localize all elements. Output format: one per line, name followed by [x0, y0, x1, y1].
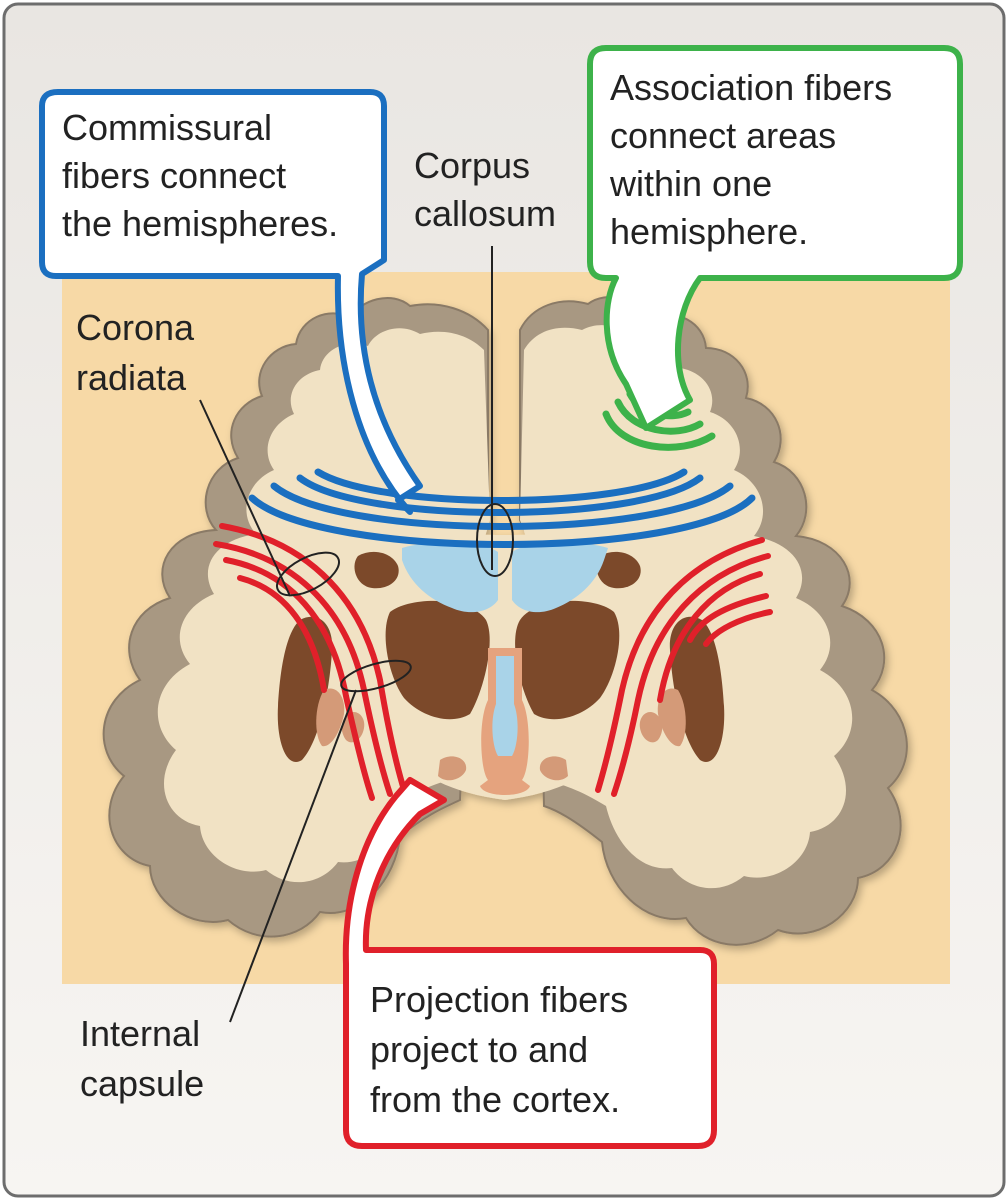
- right-small-nucleus: [639, 711, 663, 743]
- commissural-text-line-3: the hemispheres.: [62, 203, 338, 244]
- projection-fiber-left-1: [219, 523, 407, 793]
- projection-text-line-3: from the cortex.: [370, 1079, 620, 1120]
- projection-fiber-right-3: [657, 571, 763, 703]
- commissural-fibers: [248, 468, 756, 548]
- commissural-callout-box: [39, 89, 423, 515]
- corpus-callosum-label-line-1: Corpus: [414, 145, 530, 186]
- projection-text-line-2: project to and: [370, 1029, 588, 1070]
- corpus-callosum-label: Corpus callosum: [414, 145, 556, 234]
- commissural-fiber-2: [270, 482, 734, 530]
- right-caudate: [596, 551, 641, 589]
- association-text-line-2: connect areas: [610, 115, 836, 156]
- projection-callout-text: Projection fibers project to and from th…: [370, 979, 628, 1120]
- association-text-line-4: hemisphere.: [610, 211, 808, 252]
- corona-radiata-label-line-2: radiata: [76, 357, 187, 398]
- internal-capsule-ring: [340, 659, 412, 693]
- association-fiber-1: [602, 410, 716, 451]
- corona-radiata-ring: [276, 551, 340, 597]
- corona-radiata-label: Corona radiata: [76, 307, 195, 398]
- commissural-callout-text: Commissural fibers connect the hemispher…: [62, 107, 338, 244]
- right-thalamus: [515, 600, 620, 720]
- association-fiber-2: [614, 398, 704, 435]
- corona-radiata-label-line-1: Corona: [76, 307, 195, 348]
- corpus-callosum-ring: [476, 503, 514, 577]
- commissural-fiber-1: [248, 494, 756, 548]
- internal-capsule-label: Internal capsule: [80, 1013, 204, 1104]
- association-text-line-3: within one: [609, 163, 772, 204]
- projection-fiber-right-4: [687, 593, 769, 643]
- right-lateral-ventricle: [512, 542, 608, 613]
- third-ventricle: [492, 656, 518, 756]
- association-callout-box: [587, 45, 963, 431]
- left-lateral-ventricle: [402, 542, 498, 613]
- projection-fiber-right-1: [595, 537, 765, 793]
- right-hypothalamic-nucleus: [539, 756, 568, 781]
- leader-lines: [199, 246, 514, 1023]
- commissural-text-line-1: Commissural: [62, 107, 272, 148]
- projection-text-line-1: Projection fibers: [370, 979, 628, 1020]
- projection-fiber-right-5: [703, 609, 773, 647]
- projection-fiber-left-2: [213, 541, 393, 797]
- corona-radiata-leader: [199, 399, 291, 597]
- internal-capsule-leader: [229, 689, 357, 1023]
- left-hypothalamic-nucleus: [438, 756, 467, 781]
- commissural-fiber-3: [296, 474, 704, 516]
- left-caudate: [354, 551, 399, 589]
- projection-callout-box: [342, 777, 717, 1149]
- association-text-line-1: Association fibers: [610, 67, 892, 108]
- right-globus-pallidus: [657, 688, 686, 747]
- commissural-text-line-2: fibers connect: [62, 155, 286, 196]
- commissural-fiber-4: [314, 468, 688, 504]
- internal-capsule-label-line-1: Internal: [80, 1013, 200, 1054]
- corpus-callosum-label-line-2: callosum: [414, 193, 556, 234]
- left-thalamus: [385, 600, 490, 720]
- association-callout-text: Association fibers connect areas within …: [609, 67, 892, 252]
- projection-fiber-right-2: [611, 553, 771, 797]
- left-globus-pallidus: [316, 688, 345, 747]
- internal-capsule-label-line-2: capsule: [80, 1063, 204, 1104]
- projection-fiber-left-4: [237, 575, 327, 693]
